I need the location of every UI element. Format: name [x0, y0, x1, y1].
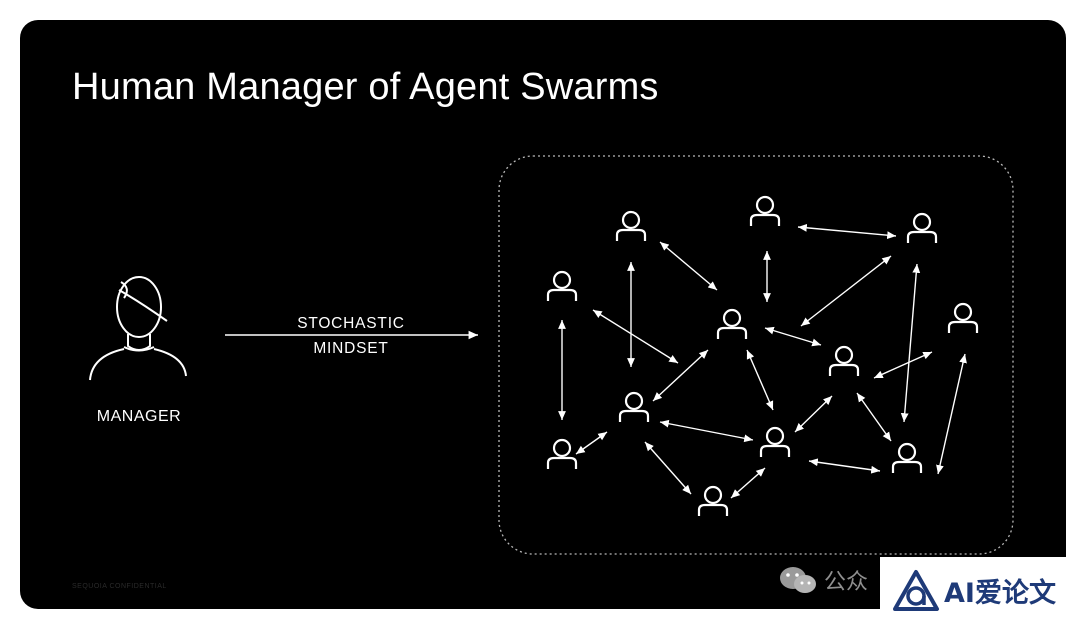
agent-swarm [546, 195, 979, 518]
agent-icon [828, 345, 860, 378]
agent-icon [749, 195, 781, 228]
agent-icon [697, 485, 729, 518]
wechat-icon [780, 567, 816, 593]
agent-icon [759, 426, 791, 459]
a-triangle-logo-icon [893, 569, 939, 611]
manager-figure-icon [89, 276, 187, 381]
slide-title: Human Manager of Agent Swarms [72, 66, 659, 108]
manager-label: MANAGER [96, 408, 182, 425]
connection-arrows [558, 223, 967, 499]
watermark: 公众 [778, 560, 868, 600]
arrow-label-line2: MINDSET [313, 340, 389, 357]
agent-icon [716, 308, 748, 341]
arrow-label-line1: STOCHASTIC [297, 315, 405, 332]
agent-icon [546, 270, 578, 303]
diagram [89, 155, 1014, 555]
logo-text: AI爱论文 [944, 578, 1056, 609]
agent-icon [546, 438, 578, 471]
swarm-container [498, 155, 1014, 555]
slide: Human Manager of Agent Swarms [20, 20, 1066, 609]
agent-icon [618, 391, 650, 424]
agent-icon [947, 302, 979, 335]
agent-icon [615, 210, 647, 243]
watermark-text: 公众 [824, 570, 869, 595]
agent-icon [906, 212, 938, 245]
ai-logo: AI爱论文 [880, 557, 1080, 624]
confidential-footer: SEQUOIA CONFIDENTIAL [72, 583, 167, 590]
agent-icon [891, 442, 923, 475]
